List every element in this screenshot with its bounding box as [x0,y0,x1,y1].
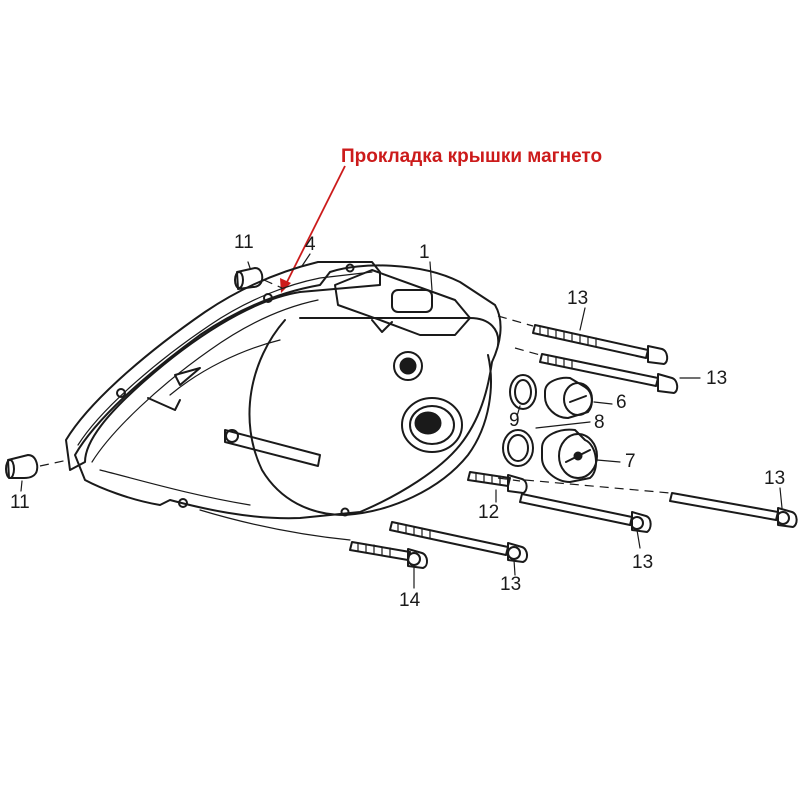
bolt-part-13-a [497,315,669,365]
leader-lines [20,253,783,589]
bolt-part-14 [349,541,428,569]
callout-part-13-b: 13 [706,368,727,389]
callout-part-11-left: 11 [10,492,30,513]
caption-arrow [280,165,346,293]
callout-part-14: 14 [399,590,421,611]
callout-part-1: 1 [419,242,430,263]
callout-part-13-a: 13 [567,288,588,309]
plug-part-7 [541,428,598,483]
bolt-part-13-b [514,347,679,394]
callout-part-9: 9 [509,410,520,431]
callout-part-13-e: 13 [500,574,521,595]
dowel-part-11-top [234,267,283,290]
bolt-part-13-c [497,477,652,533]
callout-part-8: 8 [594,412,605,433]
dowel-part-11-left [5,454,69,479]
gasket-part-4 [65,261,381,471]
callout-part-11-top: 11 [234,232,254,253]
magneto-cover-part-1 [74,264,502,541]
callout-labels: 11 4 1 13 13 6 9 8 7 13 12 13 13 14 11 [10,232,785,611]
bolt-part-13-e [389,521,528,563]
callout-part-13-d: 13 [764,468,785,489]
callout-part-6: 6 [616,392,627,413]
callout-part-12: 12 [478,502,499,523]
bolt-part-13-d [524,479,798,528]
callout-part-7: 7 [625,451,636,472]
o-ring-part-9 [509,374,537,410]
gasket-caption: Прокладка крышки магнето [341,146,603,167]
callout-part-4: 4 [305,234,316,255]
callout-part-13-c: 13 [632,552,653,573]
plug-part-6 [544,376,593,419]
o-ring-part-8 [502,429,534,467]
screw-part-12 [467,471,528,494]
